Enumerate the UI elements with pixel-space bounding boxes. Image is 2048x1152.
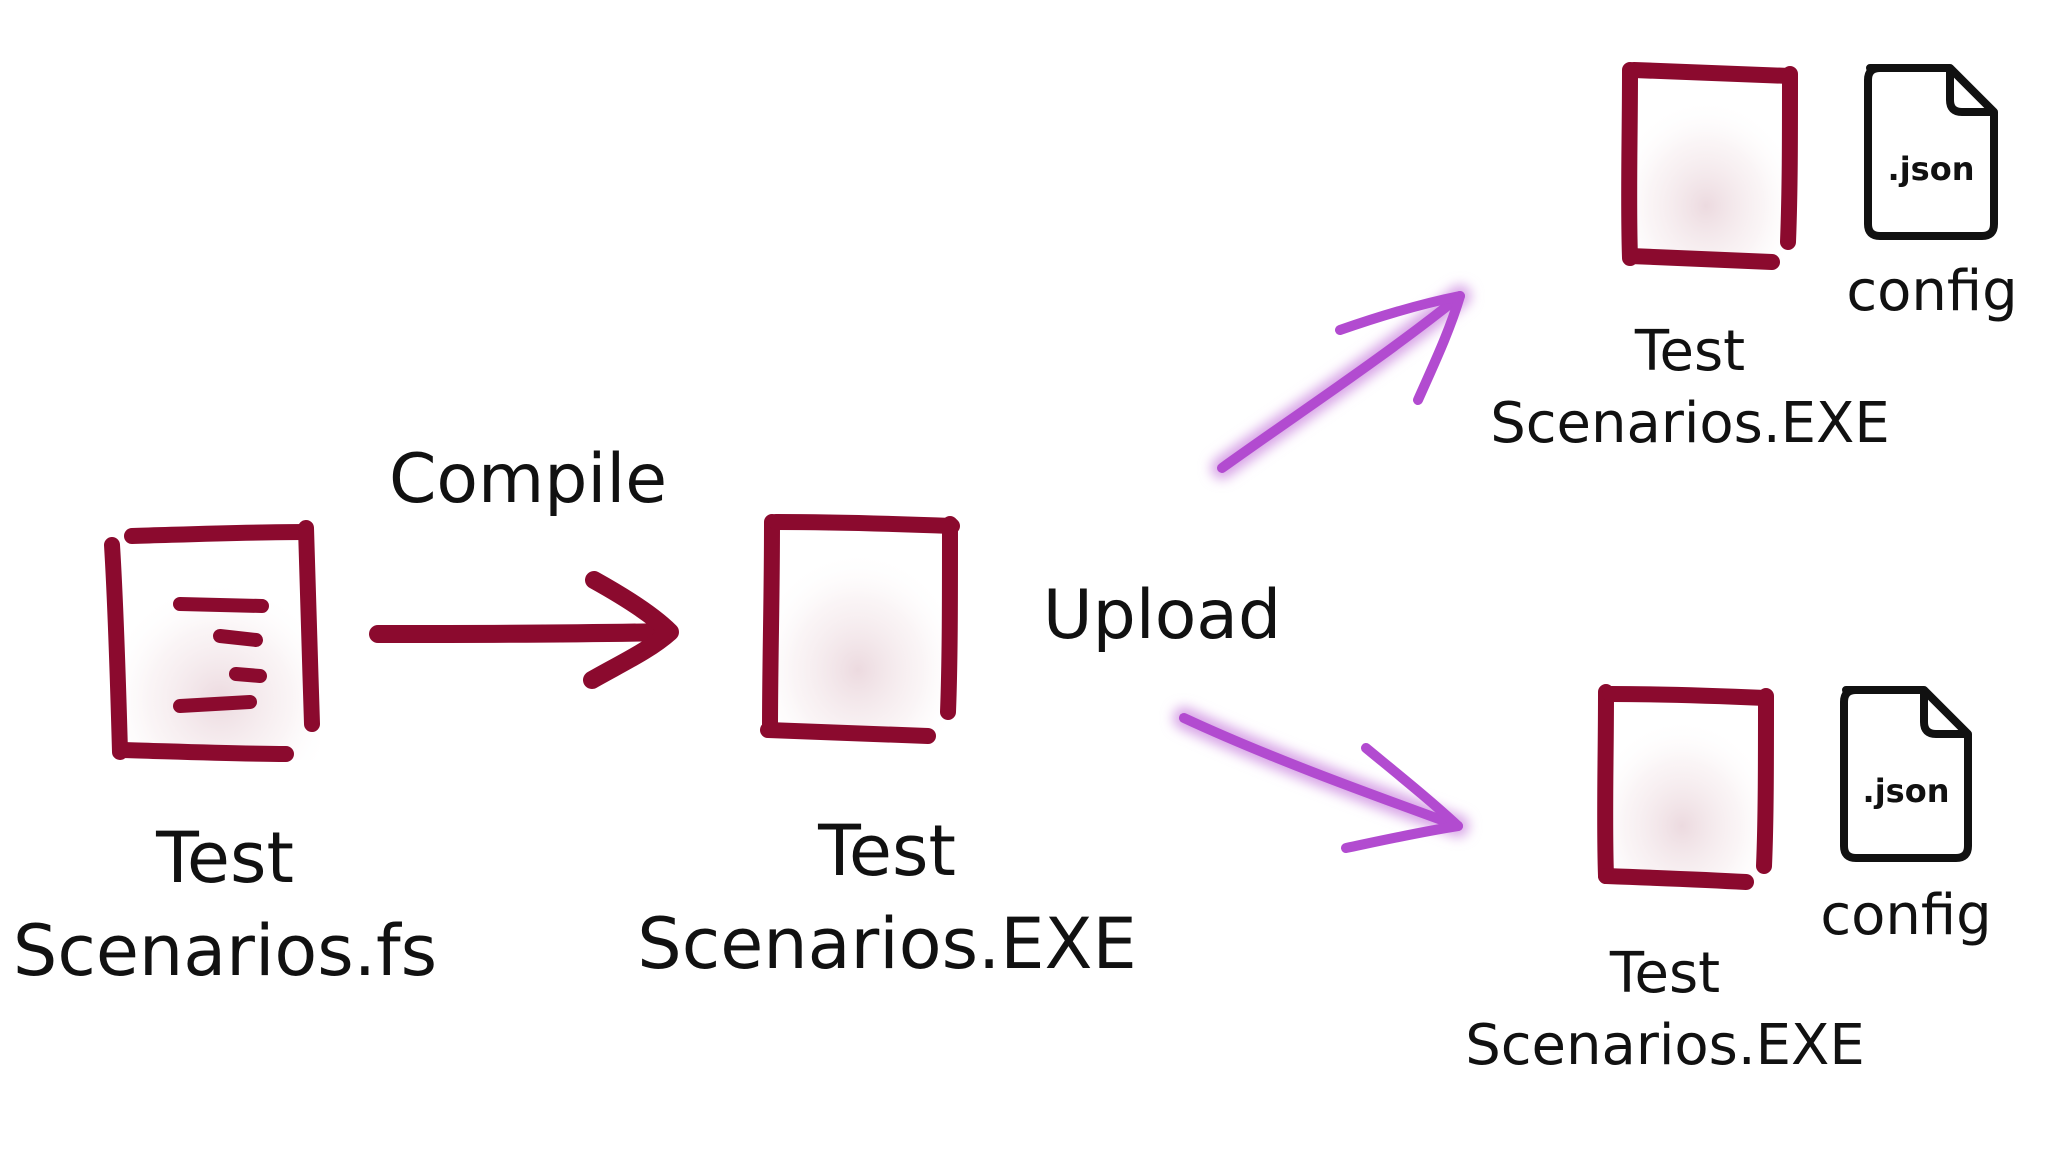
upload-label: Upload bbox=[1043, 576, 1281, 655]
target-exe-label-bottom-line1: Test bbox=[1609, 941, 1720, 1006]
upload-arrow-up bbox=[1211, 285, 1471, 479]
json-file-icon-bottom bbox=[1840, 686, 1972, 862]
compiled-exe-icon bbox=[760, 514, 960, 744]
json-label-bottom: .json bbox=[1863, 772, 1950, 810]
target-exe-icon-top bbox=[1621, 62, 1798, 270]
json-file-icon-top bbox=[1864, 64, 1998, 240]
source-file-label-line2: Scenarios.fs bbox=[13, 910, 437, 992]
target-exe-label-top-line1: Test bbox=[1634, 319, 1745, 384]
compile-label: Compile bbox=[389, 440, 667, 519]
config-label-bottom: config bbox=[1820, 883, 1991, 948]
json-label-top: .json bbox=[1888, 150, 1975, 188]
source-file-label-line1: Test bbox=[155, 817, 294, 899]
upload-arrow-down bbox=[1173, 707, 1469, 853]
compiled-exe-label-line1: Test bbox=[817, 810, 956, 892]
source-file-icon bbox=[104, 520, 320, 762]
compile-arrow bbox=[369, 571, 679, 689]
compiled-exe-label-line2: Scenarios.EXE bbox=[637, 903, 1136, 985]
target-exe-label-top-line2: Scenarios.EXE bbox=[1490, 391, 1890, 456]
target-exe-icon-bottom bbox=[1597, 684, 1774, 890]
target-exe-label-bottom-line2: Scenarios.EXE bbox=[1465, 1013, 1865, 1078]
config-label-top: config bbox=[1846, 259, 2017, 324]
